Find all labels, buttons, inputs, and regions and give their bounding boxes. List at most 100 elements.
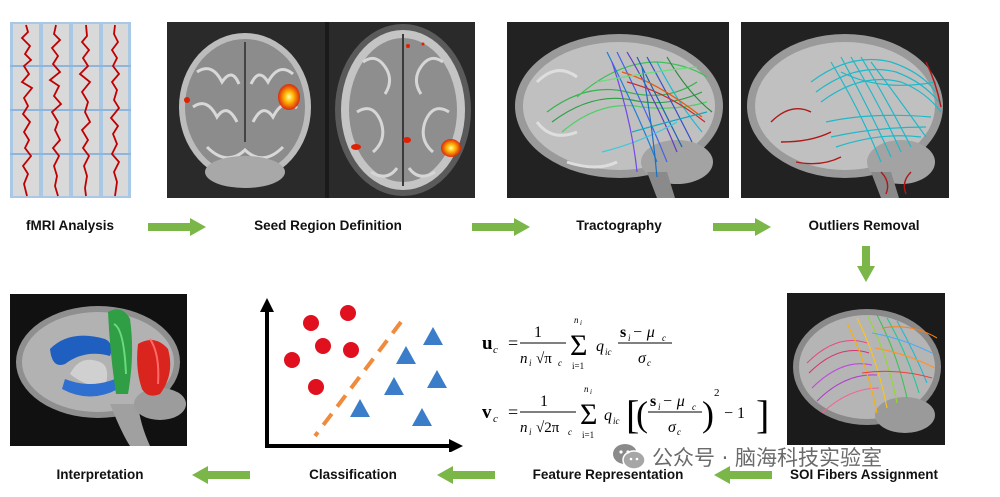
signal-trace — [20, 24, 34, 197]
label-fmri-analysis: fMRI Analysis — [25, 218, 115, 233]
svg-text:i: i — [628, 333, 631, 343]
arrow-down — [857, 246, 875, 282]
blue-point — [427, 370, 447, 388]
svg-text:Σ: Σ — [580, 398, 597, 431]
arrow-right-3 — [713, 218, 771, 236]
activation-blob — [351, 144, 361, 150]
arrow-right-2 — [472, 218, 530, 236]
activation-blob — [184, 97, 190, 103]
label-interpretation: Interpretation — [56, 467, 144, 482]
red-class-points — [284, 305, 359, 395]
label-outliers-removal: Outliers Removal — [808, 218, 920, 233]
svg-text:n: n — [520, 420, 528, 436]
soi-fibers-panel — [787, 293, 945, 445]
activation-blob — [403, 137, 411, 143]
signal-trace — [48, 24, 63, 197]
svg-text:=: = — [508, 402, 518, 422]
svg-text:i: i — [529, 427, 532, 437]
green-tract — [108, 309, 133, 394]
svg-text:c: c — [568, 427, 572, 437]
fmri-timeseries-panel — [10, 22, 131, 198]
svg-text:√π: √π — [536, 351, 552, 367]
red-point — [315, 338, 331, 354]
svg-text:Σ: Σ — [570, 329, 587, 362]
signal-trace — [78, 24, 92, 197]
arrow-right-1 — [148, 218, 206, 236]
red-point — [340, 305, 356, 321]
svg-text:i=1: i=1 — [582, 430, 594, 440]
blue-point — [350, 399, 370, 417]
svg-text:i: i — [590, 388, 592, 396]
activation-blob — [421, 42, 425, 46]
svg-text:− 1: − 1 — [724, 405, 745, 422]
svg-text:σ: σ — [638, 350, 647, 367]
signal-trace — [109, 24, 121, 197]
red-tract — [137, 338, 171, 396]
axial-slice — [329, 22, 475, 198]
svg-text:i: i — [580, 319, 582, 327]
interpretation-panel — [10, 294, 187, 446]
blue-tract — [50, 335, 118, 397]
label-feature-representation: Feature Representation — [532, 467, 684, 482]
arrow-left-3 — [192, 466, 250, 484]
svg-text:ic: ic — [613, 416, 620, 426]
svg-text:− μ: − μ — [662, 393, 685, 410]
svg-text:i=1: i=1 — [572, 361, 584, 371]
svg-text:c: c — [647, 358, 651, 368]
red-point — [308, 379, 324, 395]
x-axis — [265, 439, 463, 452]
svg-text:c: c — [677, 427, 681, 437]
watermark-text: 公众号 · 脑海科技实验室 — [652, 446, 883, 470]
blue-point — [396, 346, 416, 364]
svg-text:c: c — [692, 402, 696, 412]
eq-v-lhs: v — [482, 402, 492, 423]
label-seed-region: Seed Region Definition — [254, 218, 402, 233]
activation-blob — [406, 44, 410, 48]
svg-text:n: n — [584, 384, 589, 394]
svg-text:c: c — [493, 344, 498, 356]
red-point — [343, 342, 359, 358]
outliers-removal-panel — [741, 22, 949, 198]
classification-plot — [255, 296, 465, 452]
equation-u: u c = 1 n i √π c n i Σ i=1 q ic s i − μ … — [478, 313, 718, 373]
svg-text:=: = — [508, 333, 518, 353]
red-point — [284, 352, 300, 368]
svg-text:q: q — [596, 338, 604, 355]
tractography-panel — [507, 22, 729, 198]
wechat-icon — [613, 444, 646, 470]
svg-text:i: i — [529, 358, 532, 368]
activation-blob — [441, 139, 461, 157]
svg-text:s: s — [650, 393, 656, 410]
svg-text:√2π: √2π — [536, 420, 560, 436]
y-axis — [260, 298, 274, 446]
activation-blob — [278, 84, 300, 110]
svg-text:i: i — [658, 402, 661, 412]
svg-text:c: c — [493, 413, 498, 425]
arrow-left-2 — [437, 466, 495, 484]
coronal-slice — [167, 22, 325, 198]
label-soi-fibers: SOI Fibers Assignment — [789, 467, 939, 482]
blue-point — [423, 327, 443, 345]
svg-text:2: 2 — [714, 387, 720, 399]
svg-text:s: s — [620, 324, 626, 341]
svg-text:ic: ic — [605, 347, 612, 357]
svg-text:n: n — [574, 315, 579, 325]
svg-text:[: [ — [626, 392, 639, 437]
svg-text:): ) — [702, 394, 714, 434]
decision-boundary — [313, 320, 403, 438]
svg-text:− μ: − μ — [632, 324, 655, 341]
red-point — [303, 315, 319, 331]
svg-text:1: 1 — [540, 393, 548, 410]
svg-text:]: ] — [756, 392, 768, 437]
svg-text:n: n — [520, 351, 528, 367]
blue-class-points — [350, 327, 447, 426]
seed-region-panel — [167, 22, 475, 198]
svg-text:(: ( — [636, 394, 648, 434]
arrow-left-1 — [714, 466, 772, 484]
equation-v: v c = 1 n i √2π c n i Σ i=1 q ic [ ( s i… — [478, 382, 769, 446]
watermark: 公众号 · 脑海科技实验室 — [612, 442, 882, 472]
label-classification: Classification — [309, 467, 397, 482]
blue-point — [384, 377, 404, 395]
label-tractography: Tractography — [576, 218, 662, 233]
svg-text:σ: σ — [668, 419, 677, 436]
